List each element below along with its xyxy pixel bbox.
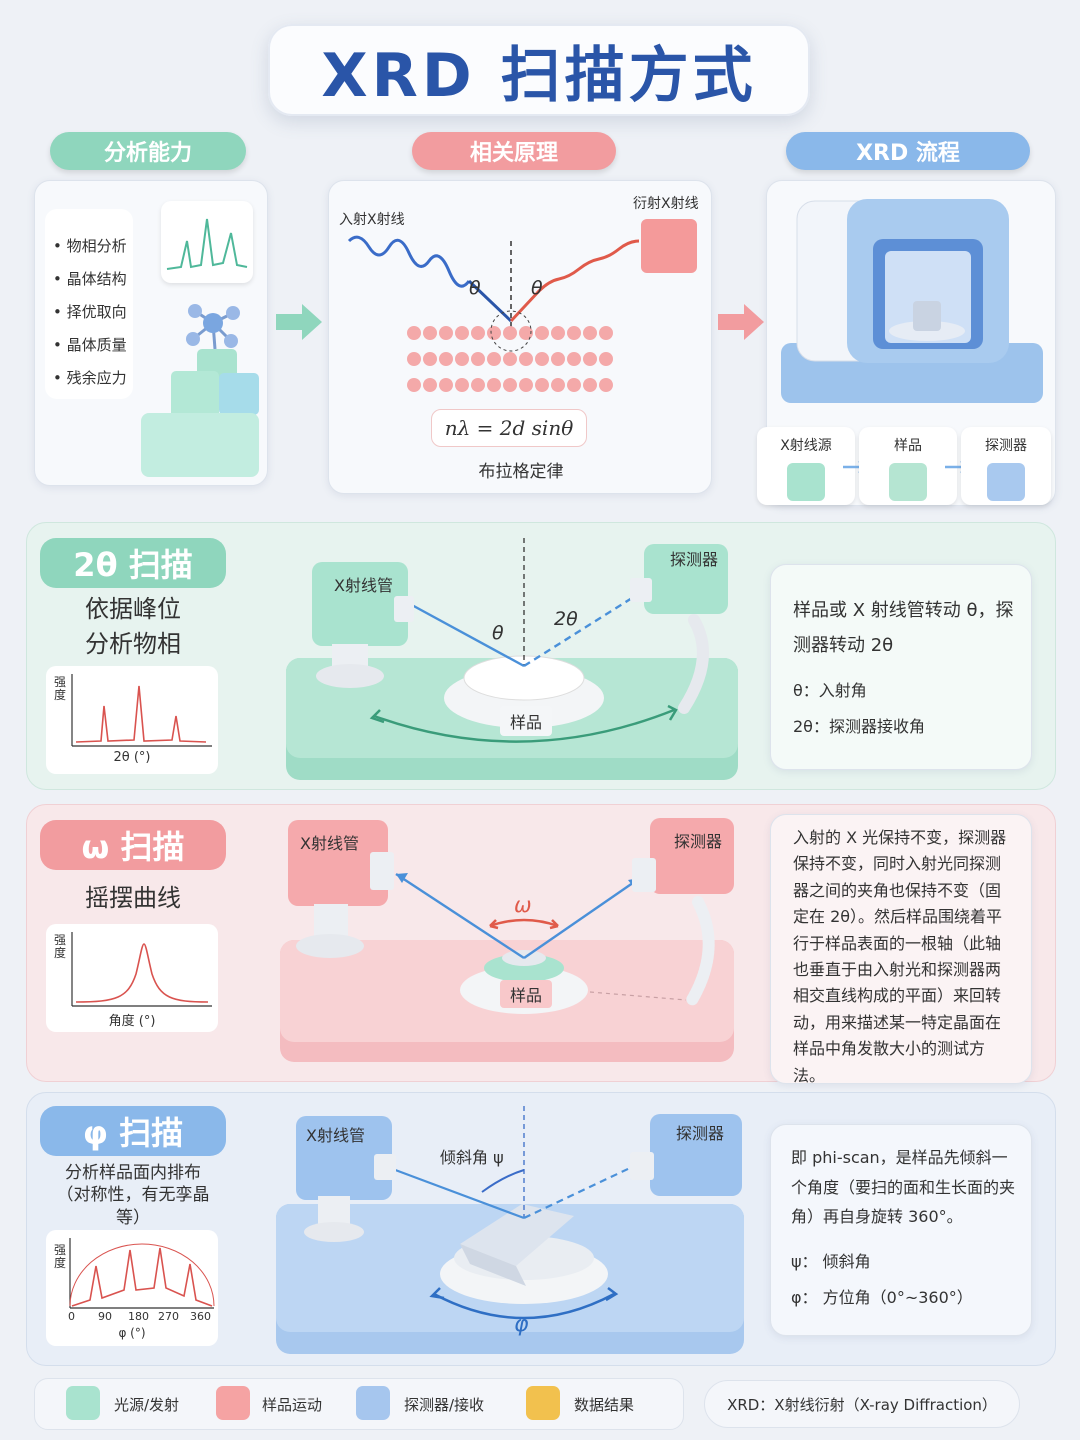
omega-label: ω xyxy=(514,893,532,917)
step-label: X射线源 xyxy=(780,438,832,454)
sample-label: 样品 xyxy=(500,706,552,736)
desc-line: 分析物相 xyxy=(85,629,181,658)
info-text: 即 phi-scan，是样品先倾斜一个角度（要扫的面和生长面的夹角）再自身旋转 … xyxy=(791,1148,1016,1227)
analysis-card: • 物相分析 • 晶体结构 • 择优取向 • 晶体质量 • 残余应力 xyxy=(34,180,268,486)
phi-peaks-chart xyxy=(69,1238,215,1309)
x-tick-label: 360 xyxy=(190,1310,211,1323)
phi-label: φ xyxy=(514,1312,529,1337)
flow-step-detector: 探测器 xyxy=(961,427,1051,505)
list-item: • 物相分析 xyxy=(53,237,127,255)
legend-swatch-green xyxy=(66,1386,100,1420)
x-axis-label: 2θ (°) xyxy=(113,750,151,765)
tube-label: X射线管 xyxy=(334,576,393,595)
flow-card: X射线源 样品 探测器 xyxy=(757,180,1056,506)
legend-note: XRD：X射线衍射（X-ray Diffraction） xyxy=(704,1380,1020,1428)
flow-label: XRD 流程 xyxy=(786,132,1030,170)
y-axis-label: 强 度 xyxy=(54,1243,67,1271)
scan-omega-info: 入射的 X 光保持不变，探测器保持不变，同时入射光同探测器之间的夹角也保持不变（… xyxy=(770,814,1032,1085)
legend-label: 光源/发射 xyxy=(114,1396,180,1414)
legend-swatch-red xyxy=(216,1386,250,1420)
info-def: ψ： 倾斜角 xyxy=(791,1251,871,1271)
arrow-right-icon xyxy=(718,304,764,340)
x-axis-label: φ (°) xyxy=(118,1326,146,1340)
flow-step-sample: 样品 xyxy=(859,427,957,505)
analysis-list: • 物相分析 • 晶体结构 • 择优取向 • 晶体质量 • 残余应力 xyxy=(45,209,133,399)
flow-step-source: X射线源 xyxy=(757,427,855,505)
scan-phi-info: 即 phi-scan，是样品先倾斜一个角度（要扫的面和生长面的夹角）再自身旋转 … xyxy=(770,1124,1032,1336)
info-text: 样品或 X 射线管转动 θ，探测器转动 2θ xyxy=(793,600,1014,657)
plot-phi: 强 度 0 90 180 270 360 φ (°) xyxy=(46,1230,218,1346)
page-title: XRD 扫描方式 xyxy=(268,24,810,116)
detector-label: 探测器 xyxy=(670,550,719,569)
scan-2theta-info: 样品或 X 射线管转动 θ，探测器转动 2θ θ：入射角 2θ：探测器接收角 xyxy=(770,564,1032,770)
source-cube-icon xyxy=(787,463,825,501)
tube-label: X射线管 xyxy=(306,1126,365,1145)
detector-cube-icon xyxy=(987,463,1025,501)
legend-label: 数据结果 xyxy=(574,1396,635,1414)
x-tick-label: 90 xyxy=(98,1310,112,1323)
detector-label: 探测器 xyxy=(676,1124,725,1143)
tilt-label: 倾斜角 ψ xyxy=(440,1148,504,1167)
bragg-formula: nλ = 2d sinθ xyxy=(431,409,587,447)
list-item: • 残余应力 xyxy=(53,369,127,387)
desc-line: 依据峰位 xyxy=(85,595,181,623)
theta-label: θ xyxy=(469,277,481,299)
analysis-label: 分析能力 xyxy=(50,132,246,170)
info-def: 2θ：探测器接收角 xyxy=(793,717,925,737)
x-tick-label: 180 xyxy=(128,1310,149,1323)
incident-label: 入射X射线 xyxy=(339,212,405,228)
scan-phi-tag: φ 扫描 xyxy=(40,1106,226,1156)
tube-label: X射线管 xyxy=(300,834,359,853)
y-axis-label: 强 度 xyxy=(54,675,67,703)
x-tick-label: 270 xyxy=(158,1310,179,1323)
legend-swatch-blue xyxy=(356,1386,390,1420)
legend-swatch-yellow xyxy=(526,1386,560,1420)
peaks-chart xyxy=(71,674,212,747)
legend-label: 探测器/接收 xyxy=(404,1396,485,1414)
plot-2theta: 强 度 2θ (°) xyxy=(46,666,218,774)
x-axis-label: 角度 (°) xyxy=(108,1014,156,1029)
scan-omega-illustration xyxy=(280,818,734,1062)
scan-2theta-desc: 依据峰位 分析物相 xyxy=(40,592,226,662)
step-label: 探测器 xyxy=(985,438,1027,454)
scan-2theta-illustration xyxy=(286,538,738,780)
principle-card: 入射X射线 衍射X射线 θ θ nλ = 2d sinθ 布拉格定律 xyxy=(328,180,712,494)
principle-label: 相关原理 xyxy=(412,132,616,170)
x-tick-label: 0 xyxy=(68,1310,75,1323)
info-def: φ： 方位角（0°~360°） xyxy=(791,1287,973,1307)
theta-label: θ xyxy=(531,277,543,299)
theta-label: θ xyxy=(492,622,504,644)
mini-spectrum xyxy=(161,201,253,283)
scan-omega-desc: 摇摆曲线 xyxy=(85,884,181,912)
spectrum-icon xyxy=(166,218,248,270)
info-text: 入射的 X 光保持不变，探测器保持不变，同时入射光同探测器之间的夹角也保持不变（… xyxy=(793,828,1007,1085)
list-item: • 择优取向 xyxy=(53,303,127,321)
scan-phi-desc: 分析样品面内排布（对称性，有无孪晶等） xyxy=(56,1163,210,1228)
crystal-blocks-icon xyxy=(141,304,259,477)
sample-label: 样品 xyxy=(500,980,552,1008)
scan-phi-illustration xyxy=(276,1106,744,1354)
scan-2theta-tag: 2θ 扫描 xyxy=(40,538,226,588)
two-theta-label: 2θ xyxy=(554,608,578,630)
arrow-right-icon xyxy=(276,304,322,340)
detector-label: 探测器 xyxy=(674,832,723,851)
rocking-curve-chart xyxy=(71,932,212,1007)
sample-cube-icon xyxy=(889,463,927,501)
list-item: • 晶体结构 xyxy=(53,270,127,288)
step-label: 样品 xyxy=(894,438,922,454)
diffracted-label: 衍射X射线 xyxy=(633,196,699,212)
plot-omega: 强 度 角度 (°) xyxy=(46,924,218,1032)
info-def: θ：入射角 xyxy=(793,681,867,701)
y-axis-label: 强 度 xyxy=(54,933,67,961)
xrd-instrument-icon xyxy=(781,199,1043,403)
bragg-diagram xyxy=(347,219,697,392)
scan-omega-tag: ω 扫描 xyxy=(40,820,226,870)
bragg-law-label: 布拉格定律 xyxy=(478,462,564,482)
legend-label: 样品运动 xyxy=(262,1396,323,1414)
list-item: • 晶体质量 xyxy=(53,336,127,354)
